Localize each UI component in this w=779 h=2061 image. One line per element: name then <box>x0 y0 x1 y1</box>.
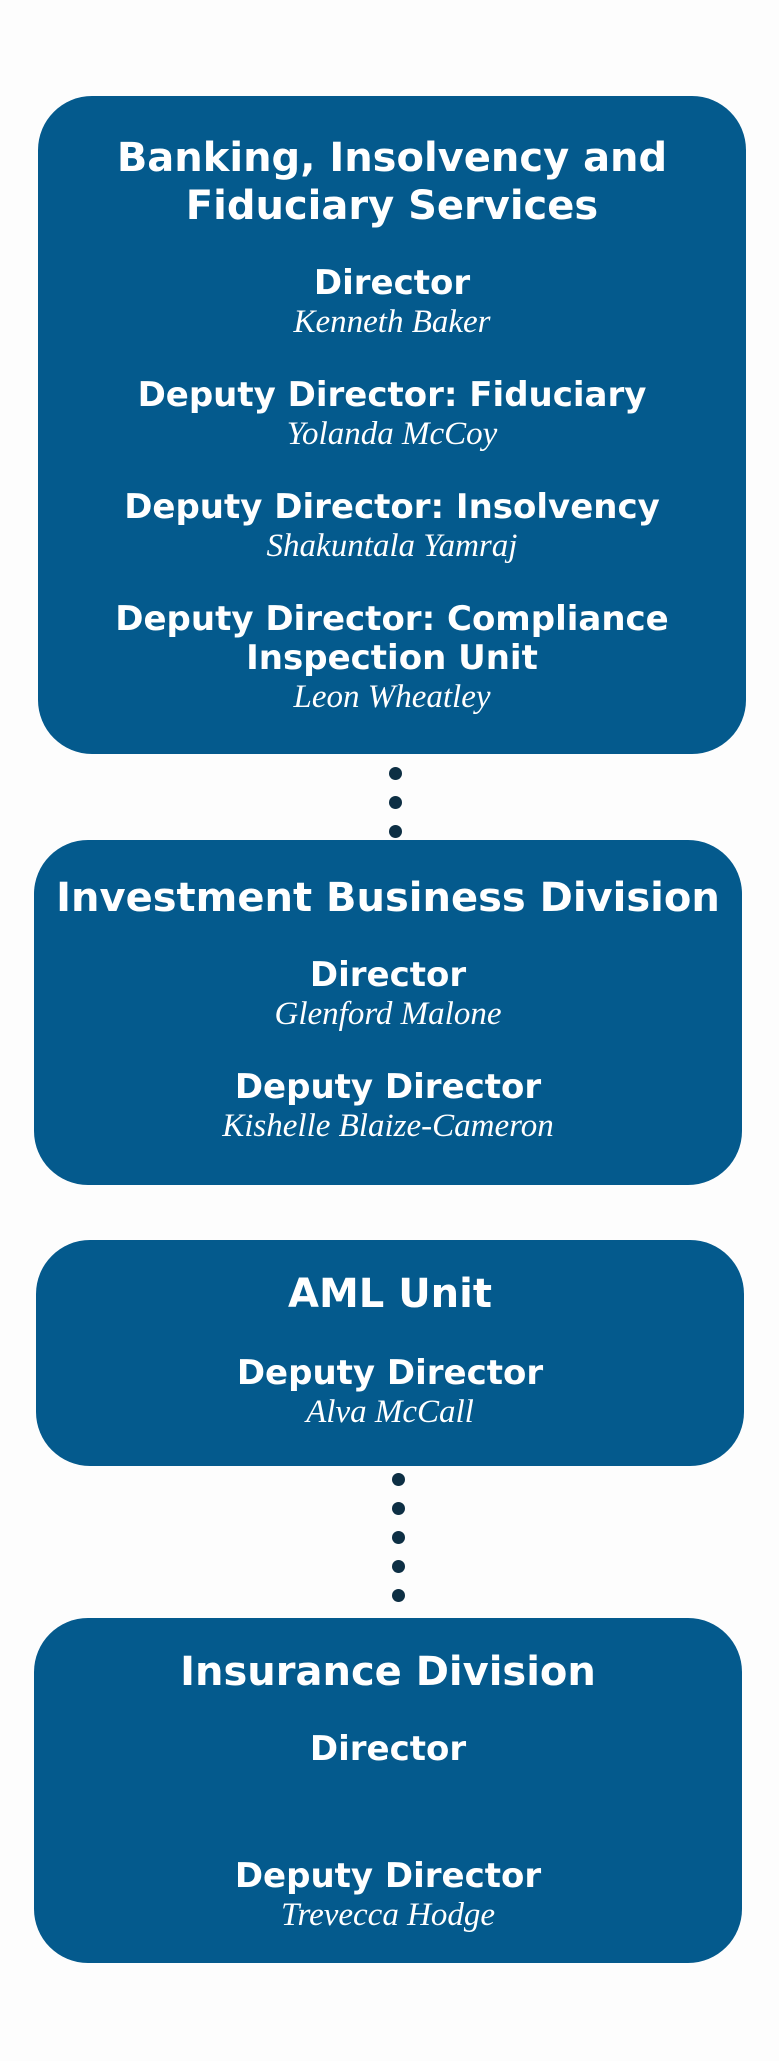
role-label: Deputy Director <box>234 1067 542 1107</box>
role-label: Director <box>313 263 471 303</box>
person-name <box>34 1769 742 1807</box>
division-title: Investment Business Division <box>56 875 720 921</box>
aml-unit-box: AML Unit Deputy Director Alva McCall <box>36 1240 744 1466</box>
person-name: Alva McCall <box>306 1394 474 1430</box>
role-label: Deputy Director <box>234 1856 542 1896</box>
role-label: Director <box>309 955 467 995</box>
role-label: Deputy Director <box>236 1353 544 1393</box>
director-entry: Director Glenford Malone <box>34 956 742 1033</box>
director-entry: Director <box>34 1730 742 1807</box>
division-title: Insurance Division <box>180 1649 596 1695</box>
connector-dot <box>392 1502 405 1515</box>
banking-insolvency-fiduciary-box: Banking, Insolvency and Fiduciary Servic… <box>38 96 746 754</box>
role-label: Deputy Director: Insolvency <box>124 487 660 527</box>
person-name: Kishelle Blaize-Cameron <box>222 1108 554 1144</box>
connector-dot <box>392 1560 405 1573</box>
deputy-director-entry: Deputy Director Kishelle Blaize-Cameron <box>34 1068 742 1145</box>
role-label: Director <box>309 1729 467 1769</box>
person-name: Leon Wheatley <box>293 679 491 715</box>
deputy-director-insolvency-entry: Deputy Director: Insolvency Shakuntala Y… <box>38 488 746 565</box>
connector-dot <box>389 796 402 809</box>
connector-dot <box>389 825 402 838</box>
division-title: Banking, Insolvency and Fiduciary Servic… <box>116 135 668 229</box>
person-name: Shakuntala Yamraj <box>266 528 518 564</box>
dotted-connector <box>389 767 403 854</box>
role-label: Deputy Director: Compliance Inspection U… <box>115 599 669 678</box>
person-name: Trevecca Hodge <box>280 1897 496 1933</box>
deputy-director-fiduciary-entry: Deputy Director: Fiduciary Yolanda McCoy <box>38 376 746 453</box>
deputy-director-entry: Deputy Director Alva McCall <box>36 1354 744 1431</box>
connector-dot <box>392 1589 405 1602</box>
role-label: Deputy Director: Fiduciary <box>137 375 647 415</box>
dotted-connector <box>392 1473 406 1618</box>
deputy-director-compliance-entry: Deputy Director: Compliance Inspection U… <box>38 600 746 716</box>
connector-dot <box>392 1531 405 1544</box>
connector-dot <box>392 1473 405 1486</box>
division-title: AML Unit <box>288 1271 492 1317</box>
deputy-director-entry: Deputy Director Trevecca Hodge <box>34 1857 742 1934</box>
connector-dot <box>389 767 402 780</box>
director-entry: Director Kenneth Baker <box>38 264 746 341</box>
person-name: Glenford Malone <box>274 996 502 1032</box>
insurance-division-box: Insurance Division Director Deputy Direc… <box>34 1618 742 1963</box>
person-name: Yolanda McCoy <box>286 416 498 452</box>
person-name: Kenneth Baker <box>293 304 491 340</box>
investment-business-division-box: Investment Business Division Director Gl… <box>34 840 742 1185</box>
